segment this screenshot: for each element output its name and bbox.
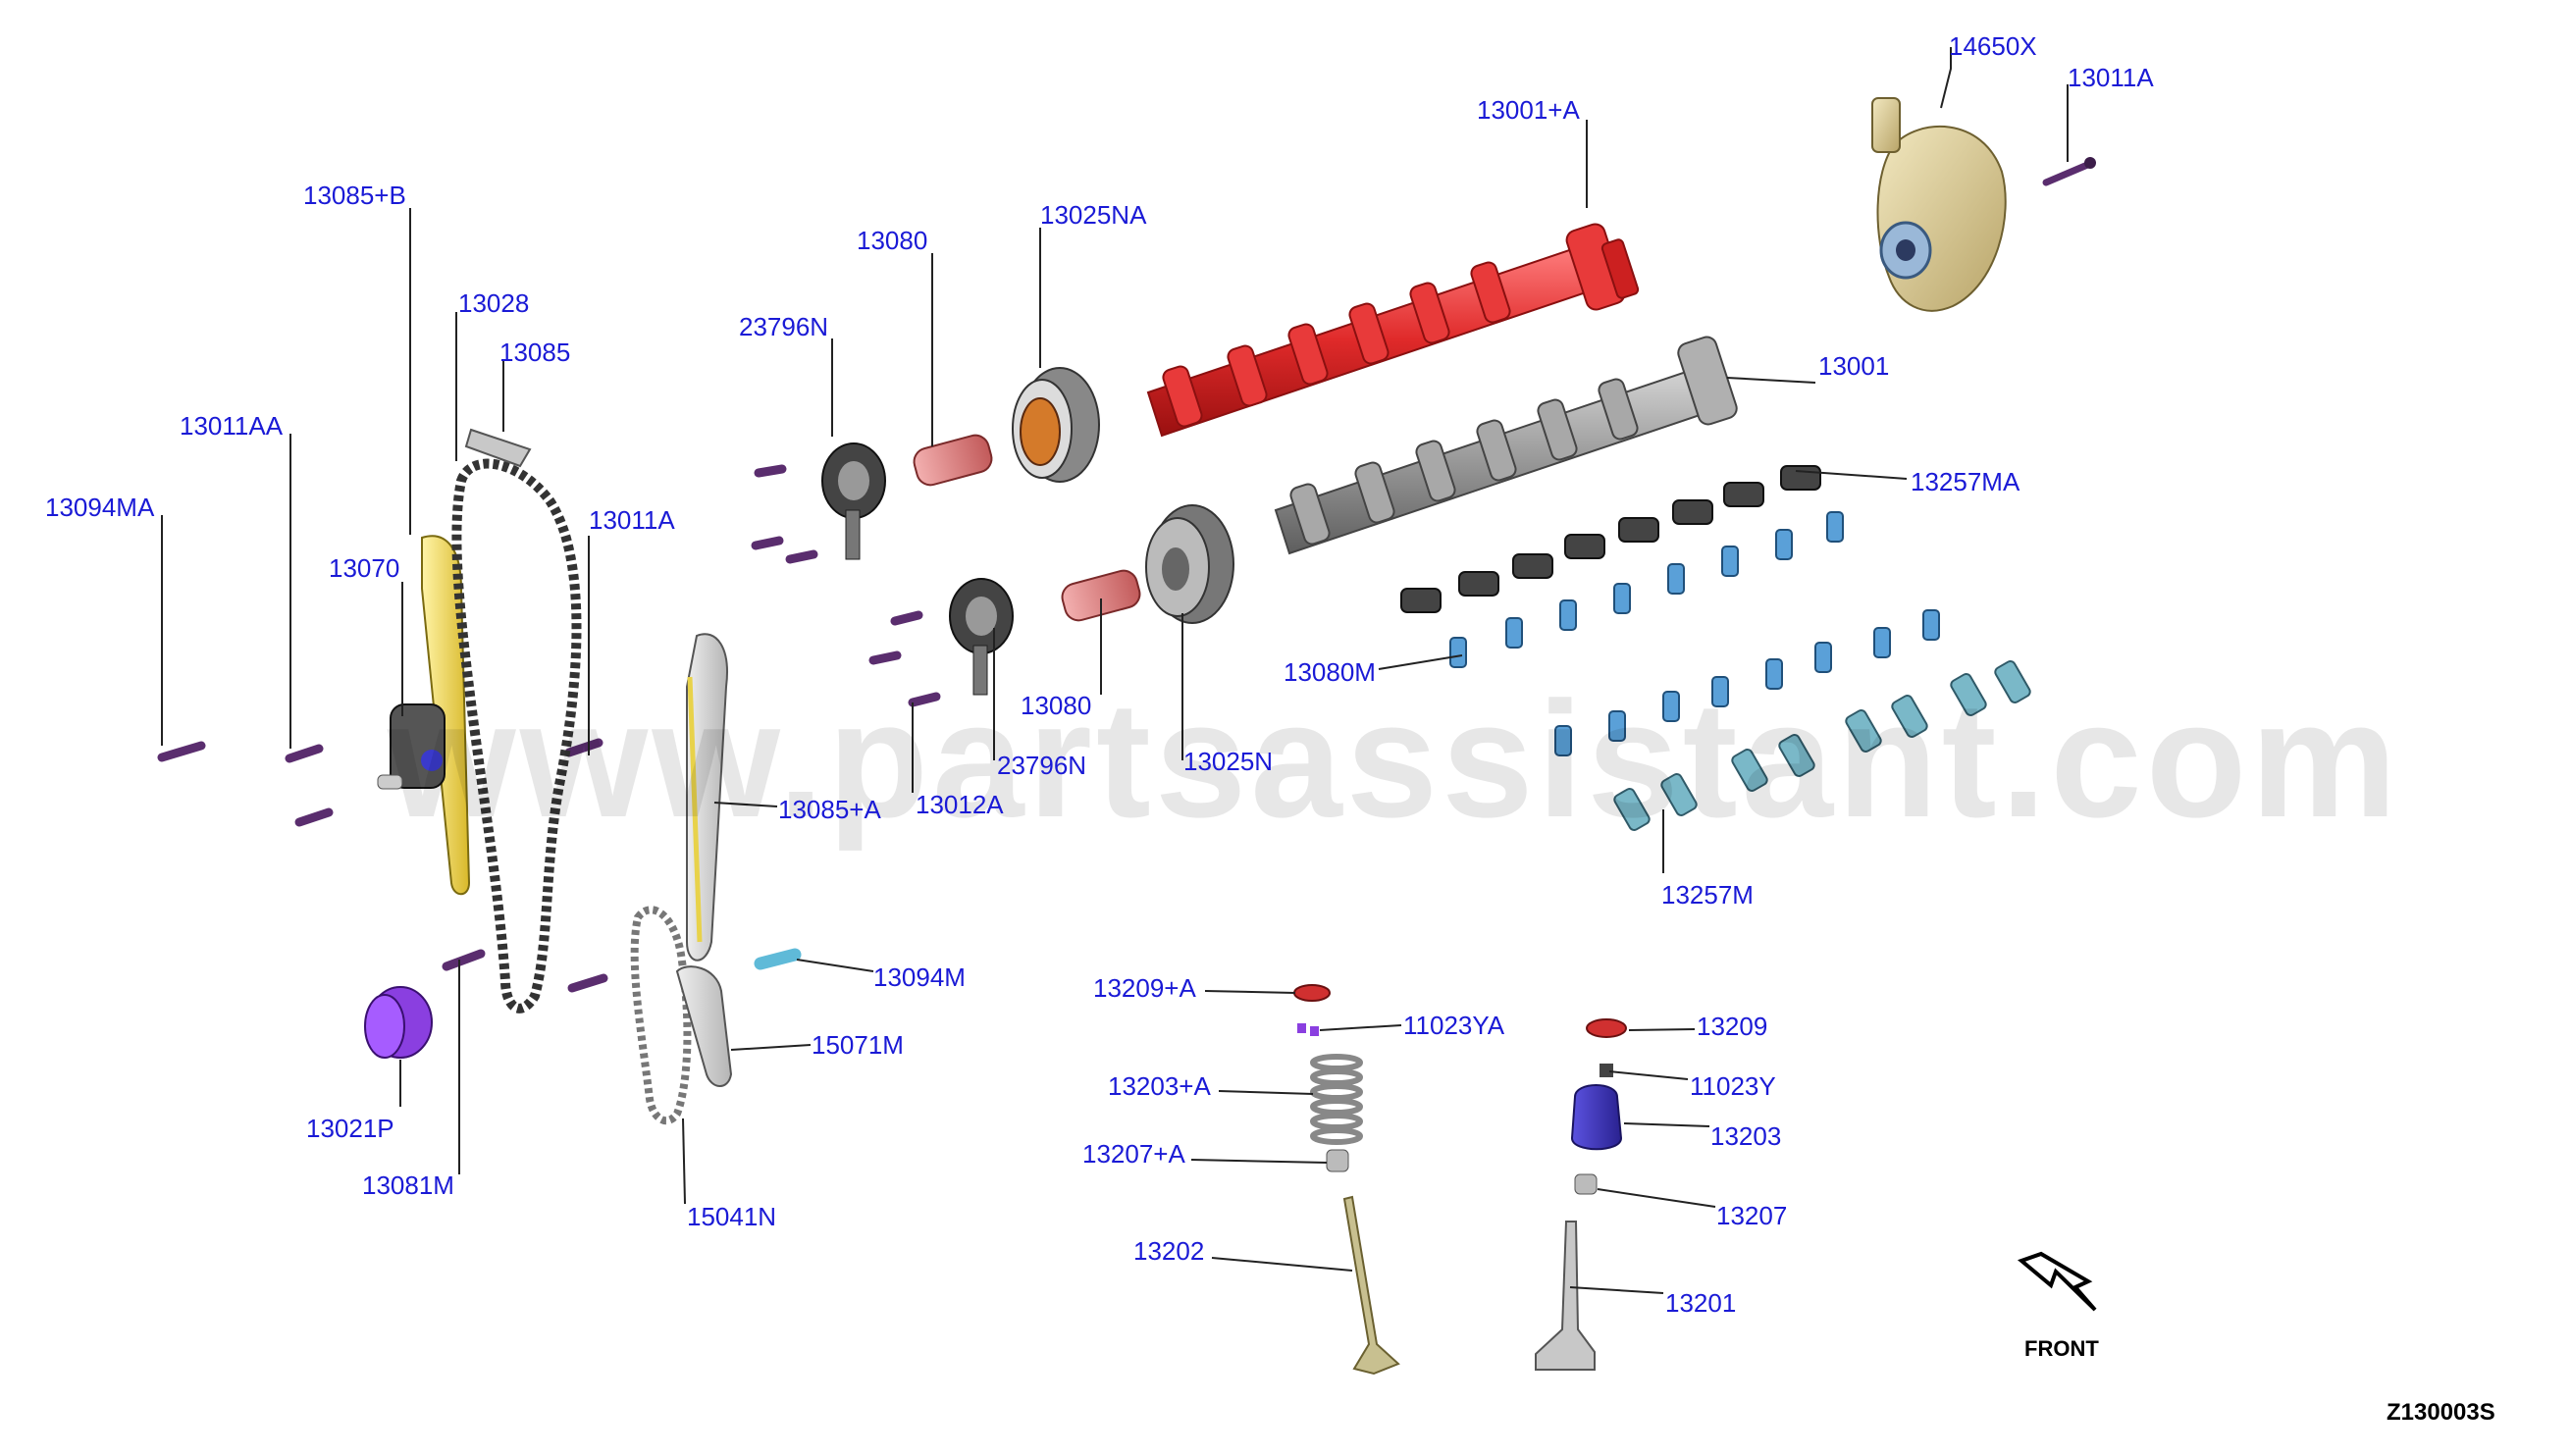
roller-rockers-intake[interactable]: [1612, 659, 2031, 832]
front-label: FRONT: [2024, 1336, 2099, 1361]
callout-13207a[interactable]: 13207+A: [1082, 1139, 1185, 1169]
callout-13257ma[interactable]: 13257MA: [1911, 467, 2020, 496]
callout-13011aa[interactable]: 13011AA: [180, 411, 284, 441]
callout-11023y[interactable]: 11023Y: [1690, 1071, 1776, 1101]
fixed-chain-guide[interactable]: [686, 633, 728, 962]
cam-solenoid-lower[interactable]: [949, 578, 1014, 696]
callout-13080-upper[interactable]: 13080: [857, 226, 928, 255]
callout-13202[interactable]: 13202: [1133, 1236, 1205, 1266]
callout-13025n[interactable]: 13025N: [1183, 747, 1274, 776]
callout-13207[interactable]: 13207: [1716, 1201, 1788, 1230]
callout-13081m[interactable]: 13081M: [362, 1170, 454, 1200]
callout-13209a[interactable]: 13209+A: [1093, 973, 1196, 1003]
callout-13028[interactable]: 13028: [458, 288, 530, 318]
dowel-pin[interactable]: [754, 948, 802, 970]
callout-13203[interactable]: 13203: [1710, 1121, 1782, 1151]
chain-guide-upper[interactable]: [464, 428, 532, 468]
timing-chain[interactable]: [451, 458, 582, 1014]
callout-13085a[interactable]: 13085+A: [778, 795, 881, 824]
intake-cam-phaser[interactable]: [1012, 367, 1100, 483]
oil-pump-chain[interactable]: [630, 906, 692, 1125]
callout-13201[interactable]: 13201: [1665, 1288, 1737, 1318]
front-arrow-icon: [2018, 1251, 2097, 1312]
callout-13094ma[interactable]: 13094MA: [45, 493, 155, 522]
callout-23796n-lower[interactable]: 23796N: [997, 751, 1087, 780]
exhaust-camshaft[interactable]: [1274, 335, 1739, 555]
callout-13001a[interactable]: 13001+A: [1477, 95, 1580, 125]
oil-control-valve-lower[interactable]: [1059, 568, 1142, 624]
diagram-code: Z130003S: [2386, 1399, 2495, 1426]
callout-13011a-pump[interactable]: 13011A: [2068, 63, 2154, 92]
leader-lines: [161, 47, 2069, 1294]
callout-13070[interactable]: 13070: [329, 553, 400, 583]
callout-13025na[interactable]: 13025NA: [1040, 200, 1147, 230]
callout-13021p[interactable]: 13021P: [306, 1114, 394, 1143]
callout-13085[interactable]: 13085: [499, 338, 571, 367]
roller-rockers-exhaust[interactable]: [1400, 465, 1821, 613]
callout-13080m[interactable]: 13080M: [1284, 657, 1376, 687]
watermark: www.partsassistant.com: [388, 667, 2401, 852]
callout-11023ya[interactable]: 11023YA: [1403, 1011, 1505, 1040]
callout-13094m[interactable]: 13094M: [873, 962, 966, 992]
callout-13012a[interactable]: 13012A: [916, 790, 1004, 819]
vacuum-pump[interactable]: [1871, 97, 2007, 312]
callout-13001[interactable]: 13001: [1818, 351, 1890, 381]
intake-valve-assembly[interactable]: [1293, 984, 1400, 1376]
exhaust-valve-assembly[interactable]: [1535, 1018, 1627, 1371]
callout-15071m[interactable]: 15071M: [812, 1030, 904, 1060]
intake-camshaft[interactable]: [1146, 222, 1640, 438]
chain-tensioner[interactable]: [377, 703, 446, 790]
lash-adjusters[interactable]: [1449, 511, 1940, 756]
callout-13085b[interactable]: 13085+B: [303, 181, 406, 210]
callout-13209[interactable]: 13209: [1697, 1012, 1768, 1041]
cam-solenoid-upper[interactable]: [821, 442, 886, 560]
callout-13080-lower[interactable]: 13080: [1021, 691, 1092, 720]
callout-13203a[interactable]: 13203+A: [1108, 1071, 1211, 1101]
callout-14650x[interactable]: 14650X: [1949, 31, 2037, 61]
oil-control-valve-upper[interactable]: [911, 433, 994, 489]
oil-pump-chain-guide[interactable]: [675, 965, 733, 1087]
callout-23796n-upper[interactable]: 23796N: [739, 312, 829, 341]
pump-bolt[interactable]: [2042, 157, 2096, 186]
crank-sprocket[interactable]: [364, 986, 433, 1059]
callout-13011a-chain[interactable]: 13011A: [589, 505, 675, 535]
callout-13257m[interactable]: 13257M: [1661, 880, 1754, 910]
bolts[interactable]: [157, 464, 941, 993]
callout-15041n[interactable]: 15041N: [687, 1202, 777, 1231]
exhaust-cam-phaser[interactable]: [1145, 504, 1234, 624]
